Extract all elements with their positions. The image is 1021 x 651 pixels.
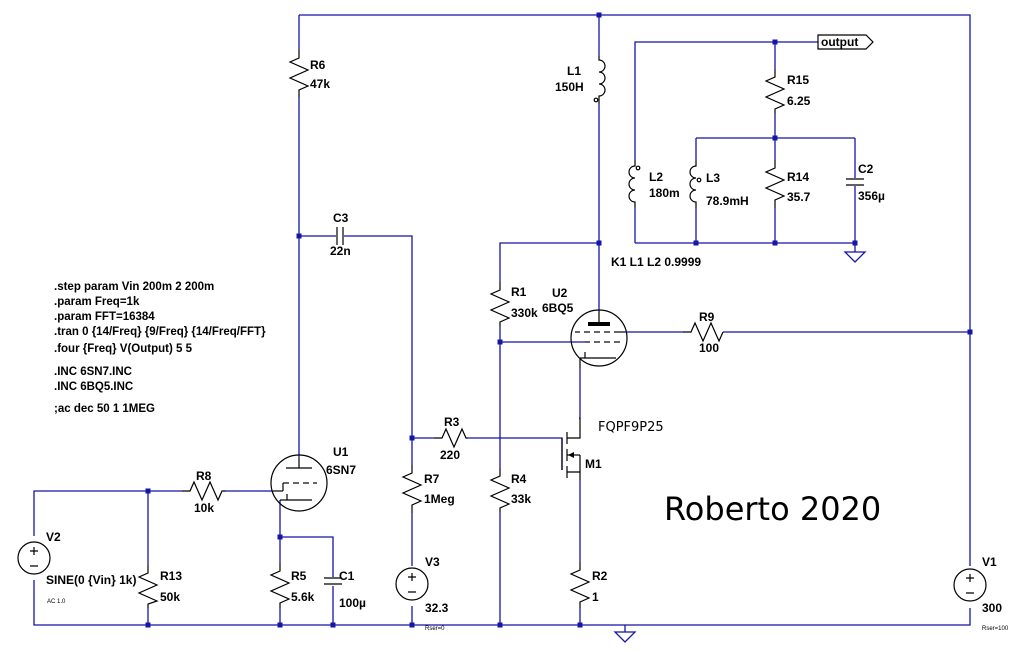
label-R15-value: 6.25 [787,94,811,108]
voltage-source-V2[interactable] [17,541,51,575]
label-L2-value: 180m [649,186,680,200]
directive-line: .step param Vin 200m 2 200m [54,281,214,293]
resistor-R1[interactable] [489,282,511,327]
capacitor-C2[interactable] [846,178,864,186]
label-R4-ref: R4 [511,472,527,486]
label-V3-value: 32.3 [425,601,449,615]
resistor-R14[interactable] [764,160,786,208]
label-L3-value: 78.9mH [706,194,749,208]
label-V1-value: 300 [982,601,1002,615]
label-U1-ref: U1 [333,445,349,459]
label-C2-ref: C2 [858,162,874,176]
label-M1-value: FQPF9P25 [598,420,664,435]
tube-U2[interactable] [570,309,628,368]
label-V2-ac: AC 1.0 [47,599,66,605]
junction-dots [145,12,973,628]
label-U2-ref: U2 [552,286,568,300]
tube-U1[interactable] [270,454,328,512]
label-R8-ref: R8 [196,469,212,483]
ground-symbol [613,631,637,643]
label-R4-value: 33k [511,492,531,506]
label-L1-ref: L1 [567,64,581,78]
resistor-R2[interactable] [569,562,591,608]
resistor-R9[interactable] [683,321,724,343]
directive-line: .param FFT=16384 [54,311,155,323]
resistor-R13[interactable] [137,565,159,608]
label-V1-ref: V1 [982,555,997,569]
label-R14-ref: R14 [787,170,809,184]
label-R13-value: 50k [160,590,180,604]
label-R7-value: 1Meg [424,492,455,506]
resistor-R5[interactable] [269,563,291,608]
label-R7-ref: R7 [424,472,440,486]
resistor-R7[interactable] [401,465,423,513]
component-labels: R6 47k L1 150H R15 6.25 L2 180m L3 78.9m… [46,58,1009,632]
label-C1-ref: C1 [339,569,355,583]
label-R5-ref: R5 [291,569,307,583]
ground-symbol [843,251,867,263]
net-label-text: output [821,35,858,49]
label-R2-value: 1 [592,590,599,604]
label-L1-value: 150H [555,80,584,94]
label-C3-value: 22n [330,244,351,258]
label-R8-value: 10k [194,501,214,515]
capacitor-C1[interactable] [324,577,342,585]
coupling-directive: K1 L1 L2 0.9999 [611,255,701,269]
label-R3-ref: R3 [444,415,460,429]
label-U1-value: 6SN7 [326,463,356,477]
capacitor-C3[interactable] [336,227,344,245]
voltage-source-V3[interactable] [395,567,429,601]
signature-text: Roberto 2020 [664,490,881,528]
wires [33,14,971,632]
resistor-R3[interactable] [434,427,468,449]
label-R6-ref: R6 [310,58,326,72]
resistor-R6[interactable] [288,50,310,98]
label-R9-ref: R9 [699,310,715,324]
label-R5-value: 5.6k [291,590,315,604]
label-M1-ref: M1 [585,457,602,471]
label-V2-ref: V2 [46,530,61,544]
comment-line: ;ac dec 50 1 1MEG [54,403,155,415]
label-R15-ref: R15 [787,73,809,87]
label-V3-ref: V3 [425,555,440,569]
label-R2-ref: R2 [592,569,608,583]
label-R14-value: 35.7 [787,190,811,204]
label-R6-value: 47k [310,77,330,91]
label-V1-rser: Rser=100 [982,626,1009,632]
net-label-output[interactable]: output [817,34,874,50]
label-C3-ref: C3 [333,211,349,225]
label-R9-value: 100 [699,341,719,355]
voltage-source-V1[interactable] [953,568,987,602]
directive-line: .param Freq=1k [54,296,140,308]
mosfet-M1[interactable] [561,418,581,480]
label-C1-value: 100µ [339,596,366,610]
inductor-L2[interactable] [628,160,641,208]
directive-line: .four {Freq} V(Output) 5 5 [54,343,193,355]
label-L2-ref: L2 [649,170,663,184]
label-C2-value: 356µ [858,189,885,203]
label-V2-value: SINE(0 {Vin} 1k) [46,573,136,587]
label-R1-ref: R1 [511,285,527,299]
label-U2-value: 6BQ5 [542,301,574,315]
include-line: .INC 6BQ5.INC [54,381,133,393]
resistor-R4[interactable] [489,468,511,512]
label-V3-rser: Rser=0 [425,626,445,632]
spice-directives[interactable]: .step param Vin 200m 2 200m .param Freq=… [54,281,266,415]
label-R1-value: 330k [511,306,538,320]
label-L3-ref: L3 [706,171,720,185]
resistor-R15[interactable] [764,69,786,114]
label-R13-ref: R13 [160,569,182,583]
resistor-R8[interactable] [182,480,226,502]
inductor-L3[interactable] [689,160,702,208]
inductor-L1[interactable] [593,56,606,104]
include-line: .INC 6SN7.INC [54,366,132,378]
label-R3-value: 220 [440,448,460,462]
directive-line: .tran 0 {14/Freq} {9/Freq} {14/Freq/FFT} [54,326,266,338]
